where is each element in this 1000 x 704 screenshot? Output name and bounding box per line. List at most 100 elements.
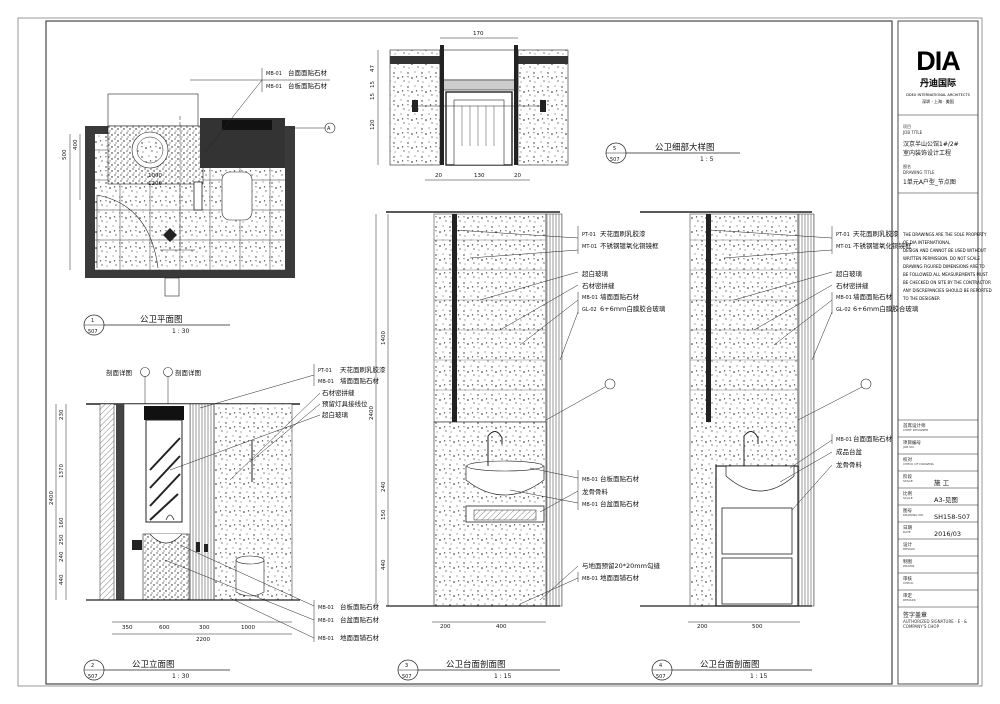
sec4-bnote-2: 成品台盆 xyxy=(836,447,863,456)
tb-row-label: 日期 xyxy=(903,525,912,531)
tb-row-label: 图号 xyxy=(903,508,912,514)
bathroom-elevation-view: 2400 230 1370 160 250 240 440 350 600 30… xyxy=(49,364,386,643)
sec3-bnote-2: 龙骨骨料 xyxy=(582,487,609,496)
sec3-dim-h2: 2400 xyxy=(369,406,375,420)
sec3-view-title: 公卫台面剖面图 xyxy=(446,659,506,670)
sec3-dim-h1: 1400 xyxy=(381,331,387,345)
elev-dim-w4: 1000 xyxy=(241,625,255,631)
detail-title: 5 507 公卫细部大样图 1 : 5 xyxy=(605,142,740,164)
detail-dim-v4: 120 xyxy=(370,119,376,130)
elev-dim-total: 2400 xyxy=(49,491,55,505)
elev-view-sheet: 507 xyxy=(88,674,98,680)
elevation-title: 2 507 公卫立面图 1 : 30 xyxy=(83,659,230,681)
tb-row-label: 审核 xyxy=(903,575,912,582)
sec3-bnote-3: 台盆面贴石材 xyxy=(600,499,640,508)
tb-row-label-en: JOB NO. xyxy=(902,445,915,449)
tb-row-label-en: DRAWN xyxy=(903,564,914,568)
elev-view-scale: 1 : 30 xyxy=(172,673,189,680)
drawing-label-en: DRAWING TITLE xyxy=(903,170,935,175)
detail-dim-v2: 15 xyxy=(370,81,376,88)
sec4-note-1: 天花面刷乳胶漆 xyxy=(853,229,899,238)
section-4-title: 4 507 公卫台面剖面图 1 : 15 xyxy=(651,659,812,681)
sec3-note-6: 6+6mm白膜胶合玻璃 xyxy=(600,304,666,313)
plan-note-1: 台面面贴石材 xyxy=(288,68,328,77)
elev-sec-a: 剖面详图 xyxy=(106,368,132,377)
elev-dim-w2: 600 xyxy=(159,625,170,631)
brand-company: DDEX INTERNATIONAL ARCHITECTS xyxy=(906,93,971,97)
notice-line: OF DIA INTERNATIONAL xyxy=(903,240,951,245)
notice-line: BE FOLLOWED ALL MEASUREMENTS MUST xyxy=(903,272,988,277)
tb-row-label: 阶段 xyxy=(903,473,912,480)
sec3-view-number: 3 xyxy=(405,663,408,669)
plan-note-tag-1: MB-01 xyxy=(266,71,282,77)
elev-dim-h6: 440 xyxy=(59,574,65,585)
sec4-view-scale: 1 : 15 xyxy=(750,673,767,680)
sec3-dim-w1: 200 xyxy=(440,624,451,630)
elev-dim-h3: 160 xyxy=(59,517,65,528)
tb-row-label: 校对 xyxy=(903,456,912,463)
elev-tag-1: PT-01 xyxy=(318,368,332,374)
sec3-btag-3: MB-01 xyxy=(582,502,598,508)
plan-dim-top2: 1000 xyxy=(148,173,162,179)
detail-view-number: 5 xyxy=(613,146,616,152)
sec4-note-6: 6+6mm白膜胶合玻璃 xyxy=(853,304,919,313)
detail-view: 170 20 130 20 47 15 15 120 xyxy=(370,31,569,181)
sec3-bnote-1: 台板面贴石材 xyxy=(600,474,640,483)
sec3-view-sheet: 507 xyxy=(402,674,412,680)
tb-row-label: 制图 xyxy=(903,558,912,565)
elev-sec-b: 剖面详图 xyxy=(175,368,201,377)
sec3-dim-h4: 150 xyxy=(381,509,387,520)
tb-row-label: 项目编号 xyxy=(903,439,921,446)
elev-dim-h2: 1370 xyxy=(59,464,65,478)
sign-label: 签字盖章 xyxy=(903,611,927,619)
detail-dim-v3: 15 xyxy=(370,93,376,100)
sec4-note-5: 墙面面贴石材 xyxy=(853,292,893,301)
detail-view-sheet: 507 xyxy=(610,157,620,163)
notice-line: DESIGN AND CANNOT BE USED WITHOUT xyxy=(903,248,987,253)
elev-note-3: 石材密拼缝 xyxy=(322,388,355,397)
tb-row-label: 设计 xyxy=(903,541,912,548)
detail-dim-v1: 47 xyxy=(370,65,376,72)
drawing-name: 1单元A户型_节点图 xyxy=(903,178,956,186)
tb-row-value: 施 工 xyxy=(934,478,950,487)
brand-logo-cn: 丹迪国际 xyxy=(920,77,956,89)
bathroom-plan-view: 500 400 1200 1000 MB-01 台面面贴石材 MB-01 台板面… xyxy=(62,68,336,297)
detail-view-title: 公卫细部大样图 xyxy=(655,142,715,153)
sec3-bnote-5: 地面面铺石材 xyxy=(600,573,640,582)
section-3-title: 3 507 公卫台面剖面图 1 : 15 xyxy=(397,659,560,681)
plan-note-2: 台板面贴石材 xyxy=(288,81,328,90)
elev-dim-w3: 300 xyxy=(199,625,210,631)
sec4-view-sheet: 507 xyxy=(656,674,666,680)
project-name-1: 汉京半山公馆1#/2# xyxy=(903,140,959,148)
detail-dim-b1: 20 xyxy=(435,173,442,179)
sec4-note-2: 不锈钢镀氧化铜镜框 xyxy=(853,241,912,250)
detail-view-scale: 1 : 5 xyxy=(700,156,714,163)
title-block: DIA 丹迪国际 DDEX INTERNATIONAL ARCHITECTS 深… xyxy=(897,20,992,685)
plan-view-title: 公卫平面图 xyxy=(140,315,183,325)
sec4-tag-1: PT-01 xyxy=(836,232,850,238)
notice-line: ANY DISCREPANCIES SHOULD BE REPORTED xyxy=(903,288,992,293)
sec3-tag-6: GL-02 xyxy=(582,307,597,313)
elev-bnote-3: 地面面铺石材 xyxy=(340,633,380,642)
sec4-tag-6: GL-02 xyxy=(836,307,851,313)
tb-row-label: 比例 xyxy=(903,490,912,497)
elev-note-4: 预留灯具接线位 xyxy=(322,399,368,408)
plan-view-number: 1 xyxy=(91,318,94,324)
tb-row-label-en: DESIGN xyxy=(903,547,915,551)
plan-note-tag-2: MB-01 xyxy=(266,84,282,90)
elev-btag-1: MB-01 xyxy=(318,605,334,611)
project-label: 项目 xyxy=(903,123,911,129)
sec3-note-4: 石材密拼缝 xyxy=(582,281,615,290)
sec3-tag-2: MT-01 xyxy=(582,244,597,250)
tb-row-label-en: CHECK OF DRAWING xyxy=(903,462,935,466)
sign-label-en: AUTHORIZED SIGNATURE · E · & xyxy=(903,619,967,624)
plan-view-sheet: 507 xyxy=(88,329,98,335)
tb-row-label-en: DRAWING NO. xyxy=(903,513,924,517)
tb-row-label-en: CHIEF DESIGNER xyxy=(903,428,928,432)
sec4-view-title: 公卫台面剖面图 xyxy=(700,659,760,670)
elev-tag-2: MB-01 xyxy=(318,379,334,385)
sec3-bnote-4: 与地面预留20*20mm勾缝 xyxy=(582,561,660,570)
sec4-dim-w1: 200 xyxy=(697,624,708,630)
